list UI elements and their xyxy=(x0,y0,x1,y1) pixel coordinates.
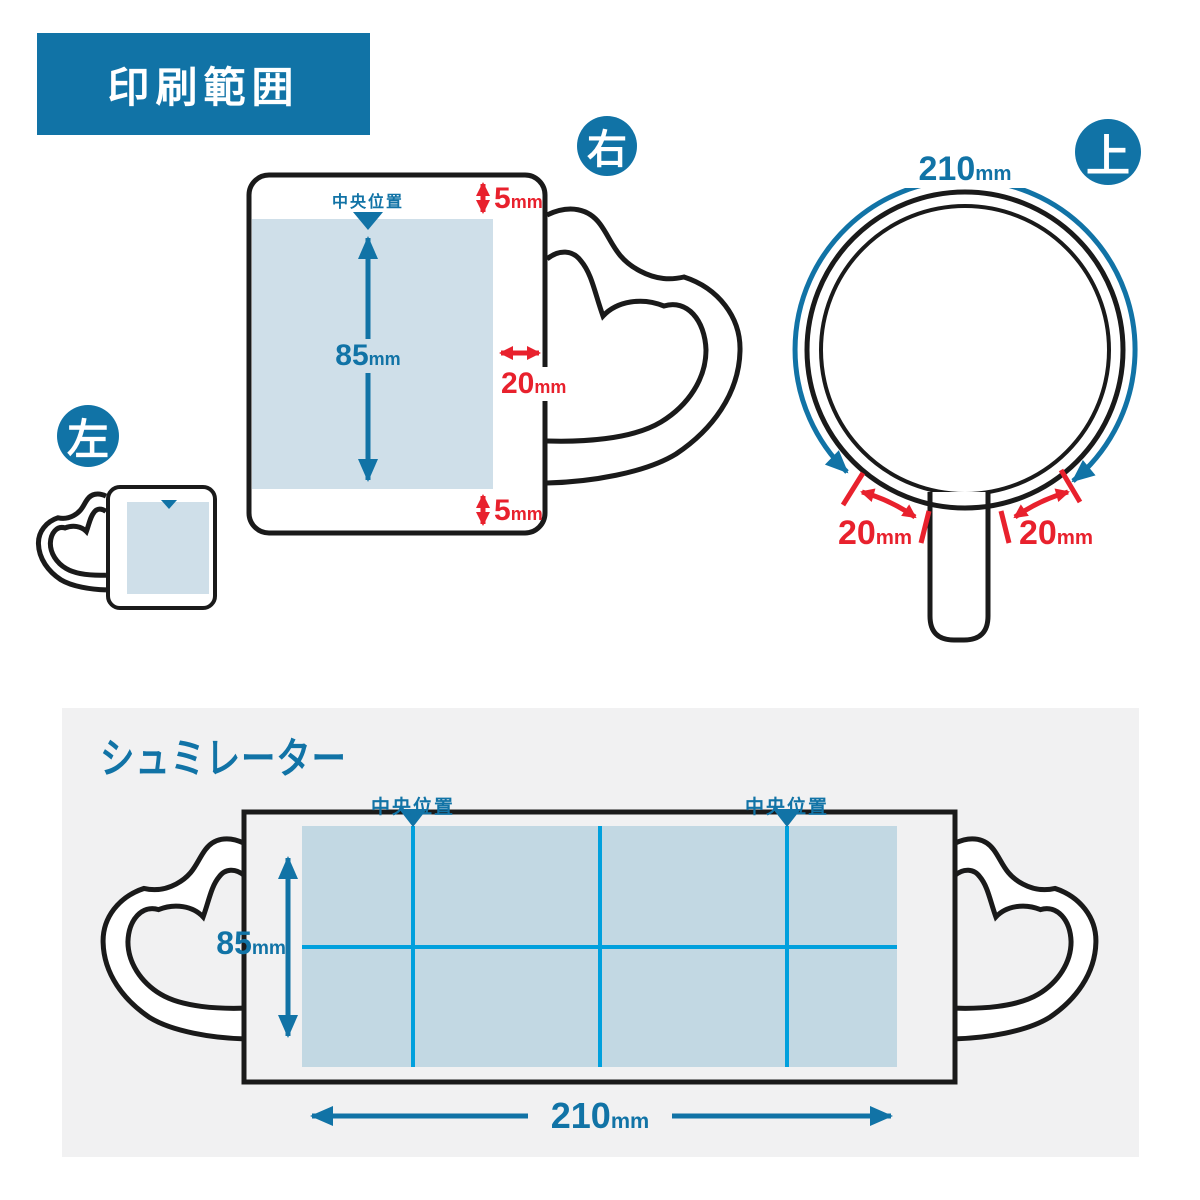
top-view-outer-rim xyxy=(804,189,1126,511)
right-view-print-height-label: 85mm xyxy=(318,339,418,373)
right-view-bottom-margin-label: 5mm xyxy=(494,494,543,527)
simulator-print-width-label: 210mm xyxy=(528,1096,672,1136)
simulator-drawing xyxy=(101,809,1098,1126)
simulator-print-height-label: 85mm xyxy=(216,925,286,961)
top-view-circumference-label: 210mm xyxy=(893,150,1037,188)
top-view-drawing xyxy=(792,177,1138,643)
simulator-center-marker-triangle-left xyxy=(399,809,427,827)
left-view-drawing xyxy=(37,485,217,610)
simulator-title: シュミレーター xyxy=(100,735,347,782)
left-view-center-marker-triangle xyxy=(161,500,177,509)
simulator-center-marker-triangle-right xyxy=(773,809,801,827)
top-view-right-clearance-arrow xyxy=(1013,488,1070,520)
simulator-center-position-label-left: 中央位置 xyxy=(370,797,455,818)
top-view-circumference-arc xyxy=(792,177,1138,483)
top-view-left-clearance-arrow xyxy=(860,488,917,520)
top-view-right-inner-tick xyxy=(998,510,1012,544)
right-view-top-margin-label: 5mm xyxy=(494,182,543,215)
top-view-handle-stub xyxy=(927,492,991,643)
top-view-left-clearance-label: 20mm xyxy=(837,514,913,552)
right-view-center-position-label: 中央位置 xyxy=(331,194,404,211)
right-view-center-marker-triangle xyxy=(353,212,383,230)
top-view-left-outer-tick xyxy=(840,471,866,507)
top-view-badge: 上 xyxy=(1075,119,1141,185)
simulator-center-position-label-right: 中央位置 xyxy=(744,797,829,818)
left-view-print-area xyxy=(127,502,209,594)
right-view-badge: 右 xyxy=(577,116,637,176)
simulator-template-body xyxy=(241,809,958,1085)
right-view-mug-body xyxy=(246,172,548,536)
top-view-right-outer-tick xyxy=(1058,468,1083,504)
top-view-inner-rim xyxy=(819,204,1111,496)
left-view-badge: 左 xyxy=(57,405,119,467)
title-banner-label: 印刷範囲 xyxy=(107,63,300,111)
top-view-right-clearance-label: 20mm xyxy=(1018,514,1094,552)
left-view-mug-body xyxy=(106,485,217,610)
title-banner: 印刷範囲 xyxy=(37,33,370,135)
right-view-handle-clearance-label: 20mm xyxy=(498,367,570,401)
top-view-left-inner-tick xyxy=(918,510,932,544)
